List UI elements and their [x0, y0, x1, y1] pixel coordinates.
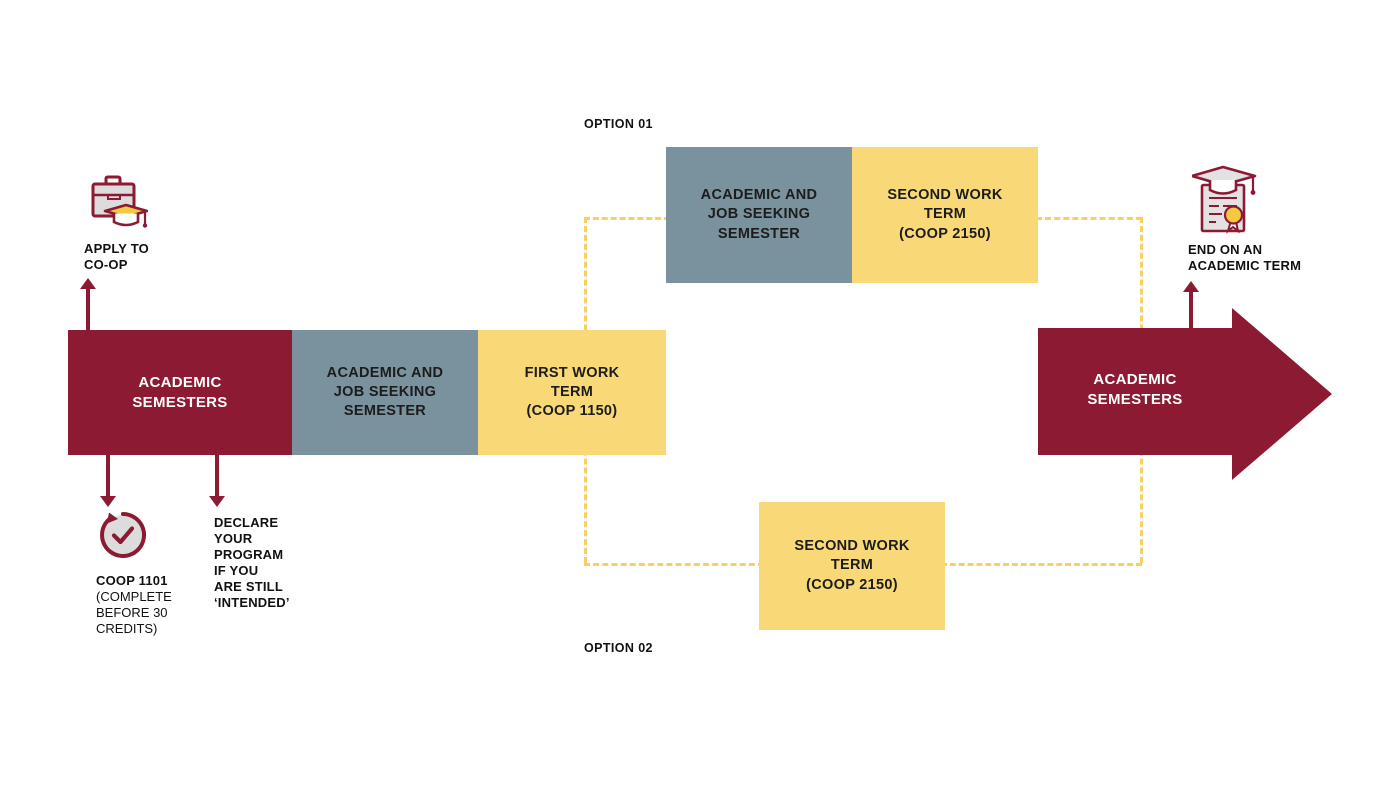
dashed-option1-left-horizontal — [584, 217, 670, 220]
declare-program-note: DECLARE YOUR PROGRAM IF YOU ARE STILL ‘I… — [214, 515, 290, 611]
note-line-4: IF YOU — [214, 562, 259, 578]
option-01-label: OPTION 01 — [584, 117, 653, 131]
box-line-1: SECOND WORK — [794, 538, 910, 555]
coop-1101-subcaption: (COMPLETE BEFORE 30 CREDITS) — [96, 589, 172, 637]
bar-first-work-term[interactable]: FIRST WORK TERM (COOP 1150) — [478, 330, 666, 455]
arrow-label: ACADEMIC SEMESTERS — [1038, 370, 1232, 411]
box-academic-job-seeking-semester-opt1[interactable]: ACADEMIC AND JOB SEEKING SEMESTER — [666, 147, 852, 283]
connector-declare-program — [208, 453, 226, 507]
bar-academic-job-seeking-semester[interactable]: ACADEMIC AND JOB SEEKING SEMESTER — [292, 330, 478, 455]
arrow-line-1: ACADEMIC — [1093, 371, 1177, 388]
diploma-graduation-cap-icon — [1192, 163, 1258, 237]
caption-line-4: CREDITS) — [96, 620, 158, 636]
connector-end-academic-term — [1182, 281, 1200, 331]
coop-1101-caption: COOP 1101 — [96, 573, 168, 589]
bar-line-2: JOB SEEKING — [333, 383, 437, 400]
note-line-1: DECLARE — [214, 515, 279, 530]
note-line-6: ‘INTENDED’ — [214, 594, 290, 610]
caption-line-1: COOP 1101 — [96, 573, 168, 588]
bar-line-2: TERM — [550, 383, 594, 400]
caption-line-2: (COMPLETE — [96, 589, 172, 604]
apply-to-coop-caption: APPLY TO CO-OP — [84, 241, 149, 273]
dashed-option2-right-horizontal — [941, 563, 1142, 566]
briefcase-graduation-cap-icon — [84, 172, 148, 232]
caption-line-2: ACADEMIC TERM — [1188, 257, 1302, 273]
caption-line-1: END ON AN — [1188, 242, 1263, 257]
bar-academic-semesters-start[interactable]: ACADEMIC SEMESTERS — [68, 330, 292, 455]
bar-line-1: ACADEMIC — [138, 373, 222, 391]
option-02-label: OPTION 02 — [584, 641, 653, 655]
box-line-2: JOB SEEKING — [707, 206, 811, 223]
dashed-option2-left-horizontal — [584, 563, 764, 566]
box-second-work-term-opt2[interactable]: SECOND WORK TERM (COOP 2150) — [759, 502, 945, 630]
box-line-2: TERM — [830, 557, 874, 574]
arrow-shape — [1038, 308, 1332, 480]
box-second-work-term-opt1[interactable]: SECOND WORK TERM (COOP 2150) — [852, 147, 1038, 283]
connector-coop-1101 — [99, 453, 117, 507]
bar-line-3: (COOP 1150) — [526, 403, 618, 420]
box-line-3: (COOP 2150) — [806, 576, 898, 593]
caption-line-2: CO-OP — [84, 256, 128, 272]
note-line-2: YOUR — [214, 530, 253, 546]
bar-line-1: FIRST WORK — [524, 364, 620, 381]
circular-arrow-checkmark-icon — [96, 508, 150, 562]
arrow-line-2: SEMESTERS — [1087, 391, 1183, 409]
note-line-5: ARE STILL — [214, 578, 283, 594]
box-line-1: ACADEMIC AND — [700, 187, 818, 204]
box-line-3: SEMESTER — [717, 225, 801, 242]
bar-line-1: ACADEMIC AND — [326, 364, 444, 381]
box-line-3: (COOP 2150) — [899, 225, 991, 242]
connector-apply-to-coop — [79, 278, 97, 332]
note-line-3: PROGRAM — [214, 546, 284, 562]
box-line-1: SECOND WORK — [887, 187, 1003, 204]
bar-line-2: SEMESTERS — [132, 393, 228, 411]
dashed-option1-right-horizontal — [1036, 217, 1142, 220]
bar-line-3: SEMESTER — [343, 403, 427, 420]
caption-line-1: APPLY TO — [84, 241, 149, 256]
caption-line-3: BEFORE 30 — [96, 604, 168, 620]
arrow-academic-semesters-end[interactable]: ACADEMIC SEMESTERS — [1038, 308, 1334, 480]
box-line-2: TERM — [923, 206, 967, 223]
end-academic-term-caption: END ON AN ACADEMIC TERM — [1188, 242, 1301, 274]
